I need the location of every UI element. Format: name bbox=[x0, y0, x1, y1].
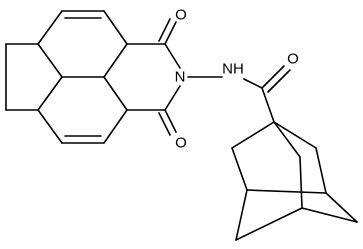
naphthalimide-bonds bbox=[5, 10, 223, 144]
nitrogen-imide-label: N bbox=[175, 69, 186, 86]
amide-nh-label: NH bbox=[222, 61, 244, 78]
atom-labels: O N NH O O bbox=[175, 7, 299, 152]
oxygen-top-label: O bbox=[175, 7, 187, 24]
adamantane-bonds bbox=[231, 65, 358, 241]
oxygen-bottom-label: O bbox=[175, 135, 187, 152]
oxygen-amide-label: O bbox=[287, 51, 299, 68]
